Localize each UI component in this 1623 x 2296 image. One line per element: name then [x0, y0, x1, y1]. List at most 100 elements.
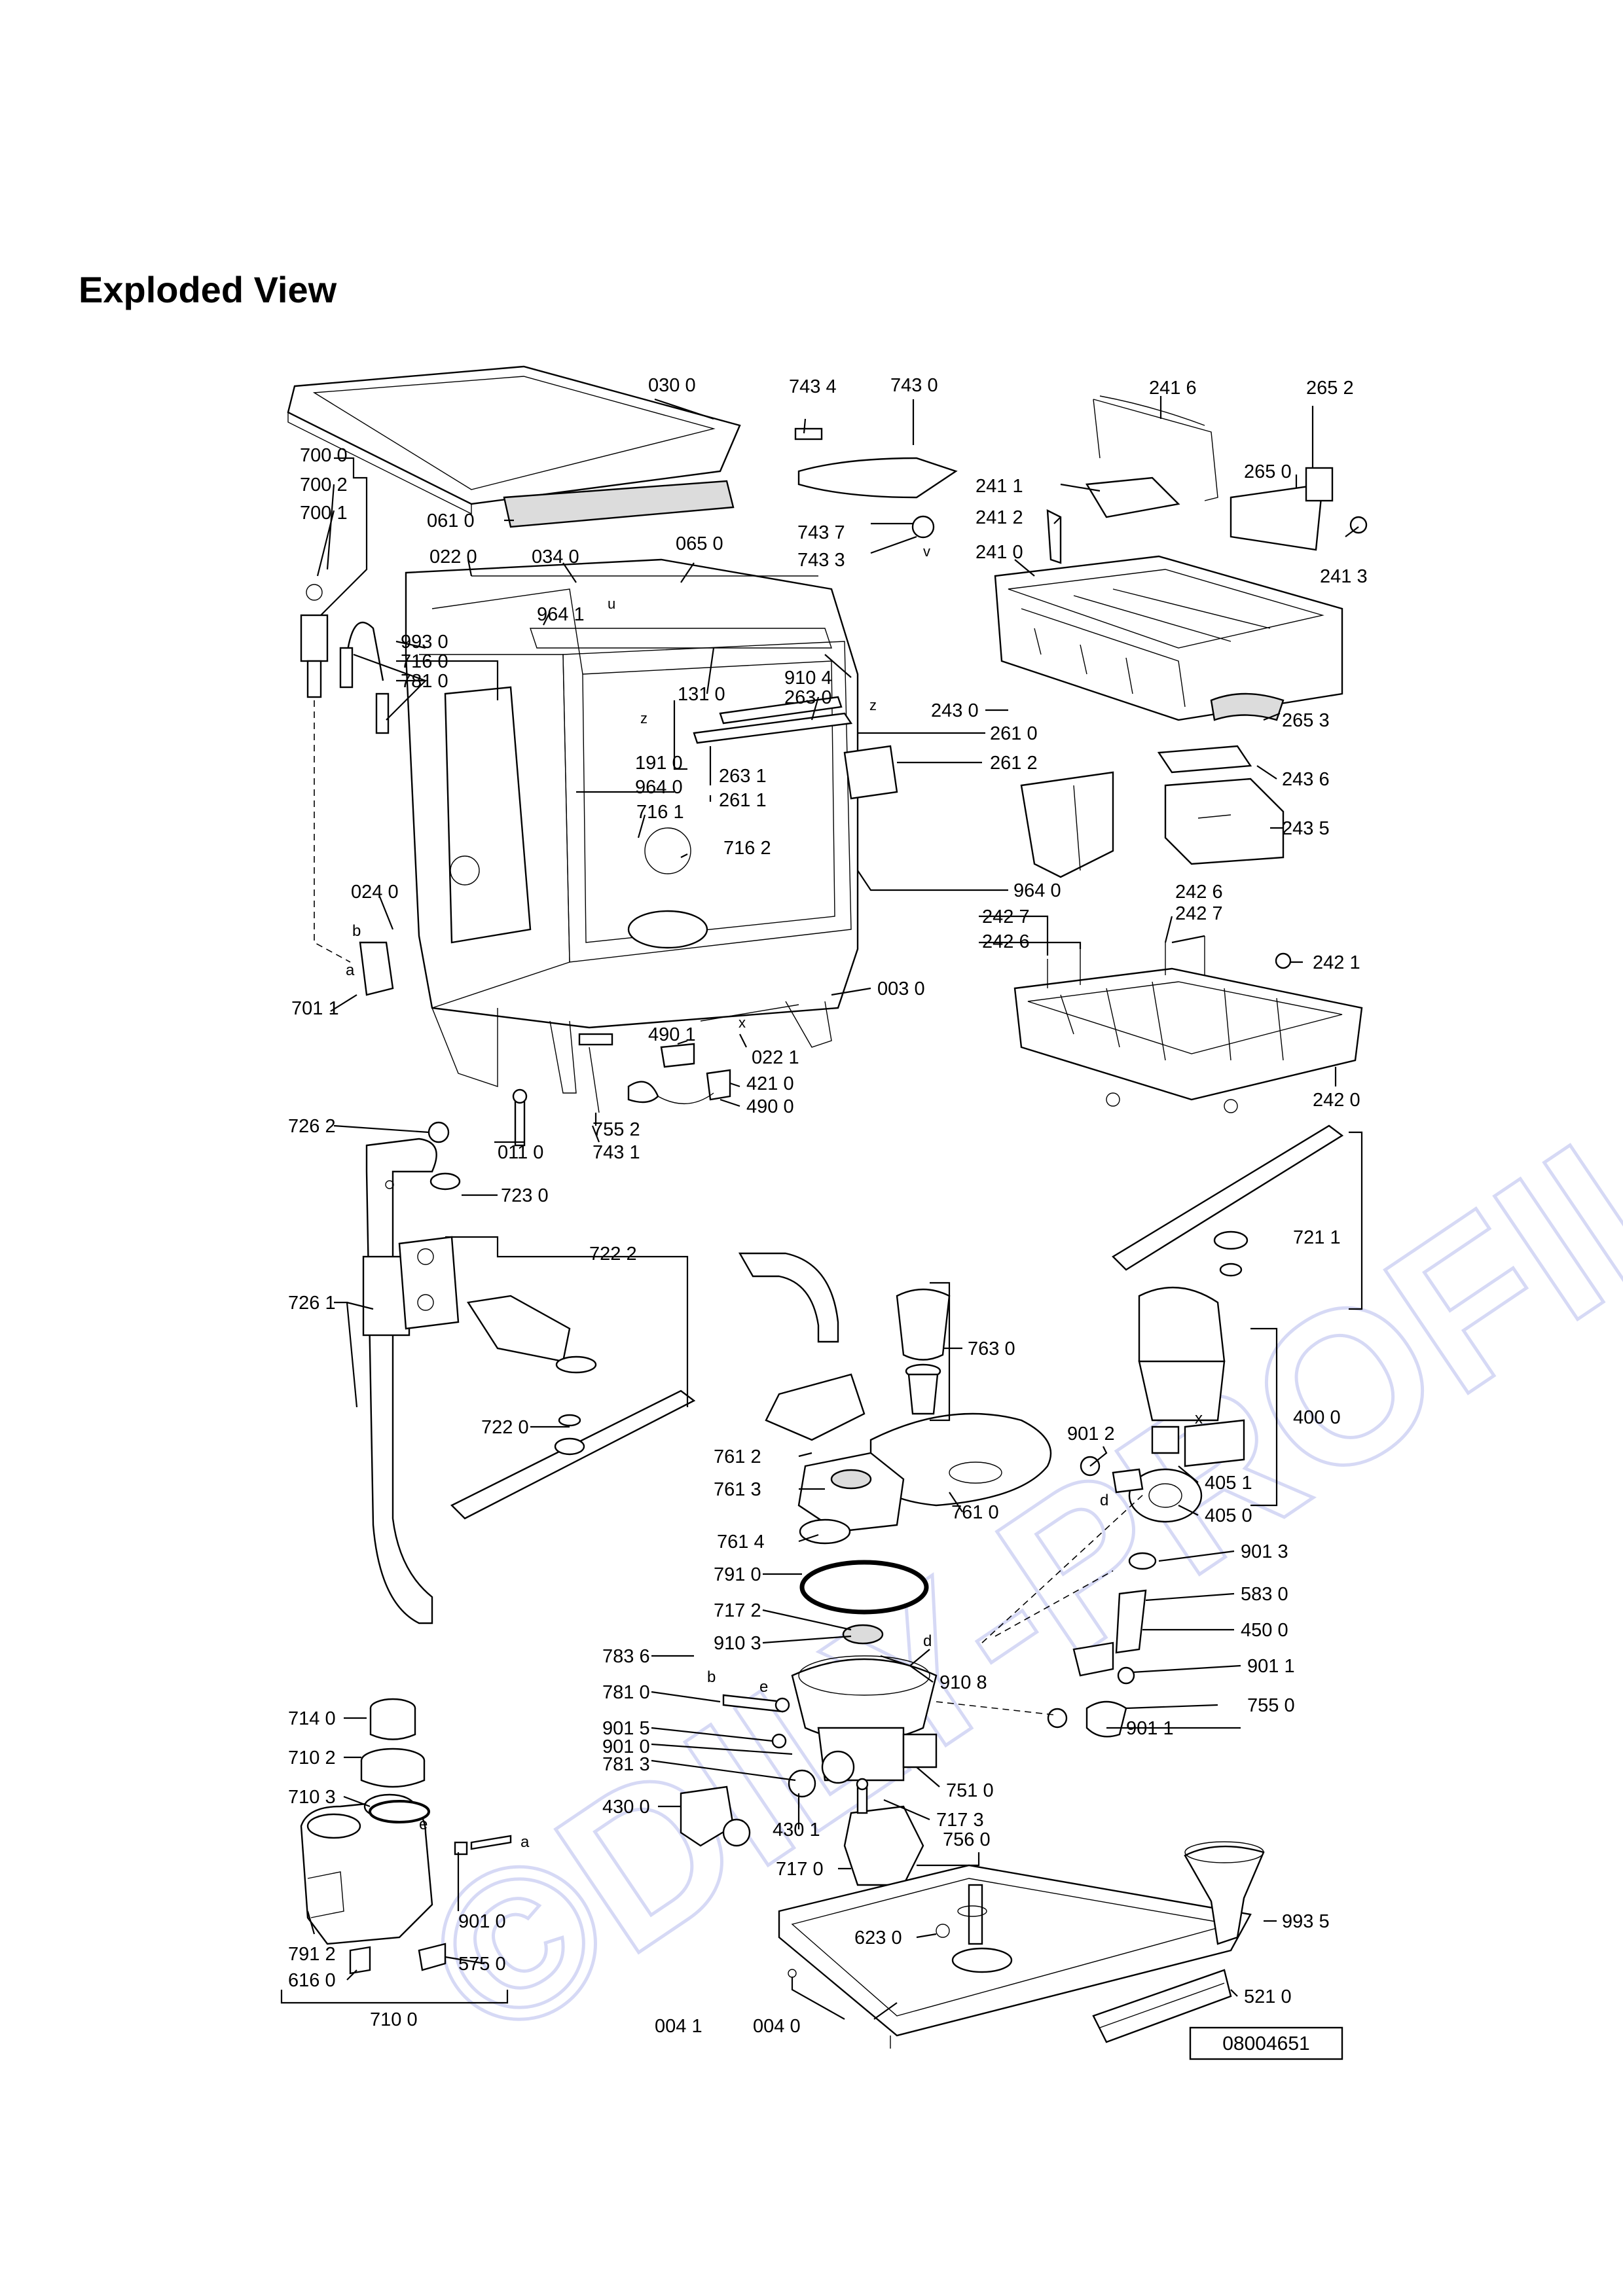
- label-024-0: 024 0: [351, 882, 399, 903]
- assembly-letter-marks: b a z z x u v d x d b e e a: [346, 543, 1203, 1851]
- page-title: Exploded View: [79, 269, 337, 310]
- sump-seal-ring-drawing: [799, 1560, 929, 1615]
- lower-spray-arm-drawing: [450, 1390, 696, 1520]
- label-241-1: 241 1: [976, 476, 1023, 497]
- label-242-6-a: 242 6: [1175, 882, 1223, 903]
- label-004-0: 004 0: [753, 2016, 801, 2037]
- label-022-0: 022 0: [429, 547, 477, 567]
- worktop-drawing: [287, 365, 741, 515]
- label-761-0: 761 0: [951, 1502, 999, 1523]
- label-781-0-b: 781 0: [602, 1682, 650, 1703]
- label-243-6: 243 6: [1282, 769, 1330, 790]
- label-241-0: 241 0: [976, 542, 1023, 563]
- label-575-0: 575 0: [458, 1954, 506, 1975]
- label-964-0-b: 964 0: [1013, 880, 1061, 901]
- coarse-filter-drawing: [765, 1373, 1052, 1507]
- label-964-0-a: 964 0: [635, 777, 683, 798]
- label-716-2: 716 2: [723, 838, 771, 859]
- label-710-2: 710 2: [288, 1748, 336, 1768]
- label-901-0-b: 901 0: [458, 1911, 506, 1932]
- label-726-1: 726 1: [288, 1293, 336, 1314]
- rail-bracket-drawing: [1230, 467, 1368, 551]
- label-242-7-b: 242 7: [1175, 903, 1223, 924]
- label-761-4: 761 4: [717, 1532, 765, 1552]
- label-964-1: 964 1: [537, 604, 585, 625]
- label-241-6: 241 6: [1149, 378, 1197, 399]
- drain-pump-drawing: [680, 1785, 751, 1847]
- label-030-0: 030 0: [648, 375, 696, 396]
- mark-x: x: [739, 1014, 746, 1031]
- label-756-0: 756 0: [943, 1829, 991, 1850]
- label-701-1: 701 1: [291, 998, 339, 1019]
- wash-pump-drawing: [1080, 1286, 1245, 1523]
- label-430-0: 430 0: [602, 1797, 650, 1818]
- sump-cover-drawing: [797, 1452, 905, 1545]
- label-263-1: 263 1: [719, 766, 767, 787]
- cutlery-basket-drawing: [1020, 745, 1285, 878]
- label-722-2: 722 2: [589, 1244, 637, 1265]
- label-751-0: 751 0: [946, 1780, 994, 1801]
- label-993-5: 993 5: [1282, 1911, 1330, 1932]
- label-490-0: 490 0: [746, 1096, 794, 1117]
- label-901-1-a: 901 1: [1247, 1656, 1295, 1677]
- label-743-1: 743 1: [593, 1142, 640, 1163]
- label-265-0: 265 0: [1244, 461, 1292, 482]
- label-450-0: 450 0: [1241, 1620, 1288, 1641]
- label-755-2: 755 2: [593, 1119, 640, 1140]
- mark-b: b: [352, 922, 361, 940]
- label-781-3: 781 3: [602, 1754, 650, 1775]
- mark-x: x: [1195, 1410, 1203, 1427]
- label-065-0: 065 0: [676, 533, 723, 554]
- label-241-3: 241 3: [1320, 566, 1368, 587]
- label-242-0: 242 0: [1313, 1090, 1360, 1111]
- softener-fittings-drawing: [349, 1835, 512, 1975]
- label-242-7-a: 242 7: [982, 906, 1030, 927]
- label-714-0: 714 0: [288, 1708, 336, 1729]
- label-761-3: 761 3: [714, 1479, 761, 1500]
- label-783-6: 783 6: [602, 1646, 650, 1667]
- label-717-0: 717 0: [776, 1859, 824, 1880]
- inlet-hose-drawing: [300, 584, 390, 963]
- salt-funnel-drawing: [1184, 1841, 1265, 1945]
- label-743-4: 743 4: [789, 376, 837, 397]
- label-131-0: 131 0: [678, 684, 725, 705]
- label-261-1: 261 1: [719, 790, 767, 811]
- mark-a: a: [346, 961, 355, 979]
- inlet-valve-drawing: [359, 941, 394, 996]
- label-763-0: 763 0: [968, 1338, 1015, 1359]
- lower-basket-drawing: [1013, 936, 1363, 1113]
- label-726-2: 726 2: [288, 1116, 336, 1137]
- mark-d: d: [923, 1632, 932, 1650]
- label-003-0: 003 0: [877, 978, 925, 999]
- label-721-1: 721 1: [1293, 1227, 1341, 1248]
- label-710-3: 710 3: [288, 1787, 336, 1808]
- mark-v: v: [923, 543, 930, 560]
- label-623-0: 623 0: [854, 1928, 902, 1948]
- label-716-1: 716 1: [636, 802, 684, 823]
- label-263-0: 263 0: [784, 687, 832, 708]
- label-910-3: 910 3: [714, 1633, 761, 1654]
- label-022-1: 022 1: [752, 1047, 799, 1068]
- label-700-2: 700 2: [300, 475, 348, 495]
- pump-hoses-drawing: [936, 1492, 1157, 1738]
- label-265-2: 265 2: [1306, 378, 1354, 399]
- spray-conduit-drawing: [362, 1138, 437, 1624]
- label-034-0: 034 0: [532, 547, 579, 567]
- label-700-0: 700 0: [300, 445, 348, 466]
- label-722-0: 722 0: [481, 1417, 529, 1438]
- label-004-1: 004 1: [655, 2016, 702, 2037]
- label-993-0: 993 0: [401, 632, 448, 653]
- label-791-2: 791 2: [288, 1944, 336, 1965]
- label-261-0: 261 0: [990, 723, 1038, 744]
- label-743-3: 743 3: [797, 550, 845, 571]
- label-421-0: 421 0: [746, 1073, 794, 1094]
- label-405-1: 405 1: [1205, 1473, 1252, 1494]
- label-743-0: 743 0: [890, 375, 938, 396]
- door-deflector-drawing: [794, 427, 958, 539]
- control-panel-strip: [503, 480, 735, 528]
- label-901-3: 901 3: [1241, 1541, 1288, 1562]
- label-710-0: 710 0: [370, 2009, 418, 2030]
- level-switch-drawing: [843, 1778, 924, 1886]
- label-191-0: 191 0: [635, 753, 683, 774]
